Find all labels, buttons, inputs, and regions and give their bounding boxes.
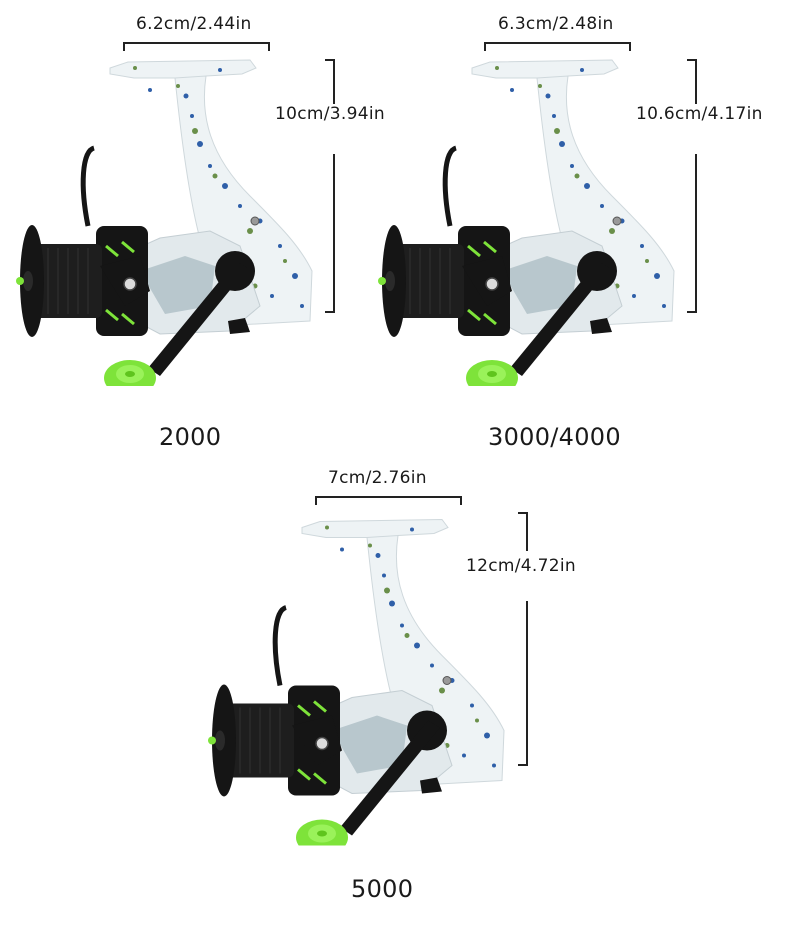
reel-image bbox=[372, 56, 692, 386]
model-label: 2000 bbox=[159, 423, 222, 451]
model-label: 5000 bbox=[351, 875, 414, 903]
width-dimension-line bbox=[123, 42, 270, 51]
height-dimension-line bbox=[518, 512, 531, 766]
width-label: 6.3cm/2.48in bbox=[498, 14, 614, 34]
model-label: 3000/4000 bbox=[488, 423, 621, 451]
height-label: 10cm/3.94in bbox=[275, 104, 385, 124]
width-dimension-line bbox=[484, 42, 631, 51]
width-label: 7cm/2.76in bbox=[328, 468, 427, 488]
reel-image bbox=[10, 56, 330, 386]
reel-image bbox=[202, 508, 522, 853]
width-label: 6.2cm/2.44in bbox=[136, 14, 252, 34]
width-dimension-line bbox=[315, 496, 462, 505]
height-dimension-line bbox=[687, 59, 700, 313]
height-label: 12cm/4.72in bbox=[466, 556, 576, 576]
height-dimension-line bbox=[325, 59, 338, 313]
height-label: 10.6cm/4.17in bbox=[636, 104, 763, 124]
